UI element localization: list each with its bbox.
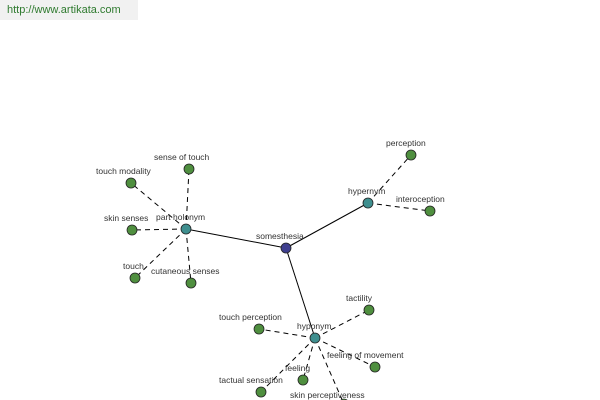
term-node-label[interactable]: feeling [285,363,310,373]
term-node-label[interactable]: touch modality [96,166,152,176]
edge-relation-to-term [131,228,187,231]
term-node-label[interactable]: touch [123,261,144,271]
edge-relation-to-term [185,168,190,230]
relation-node[interactable] [309,332,321,344]
term-node[interactable] [369,361,381,373]
edge-relation-to-term [134,228,187,279]
term-node[interactable] [125,177,137,189]
term-node[interactable] [129,272,141,284]
term-node[interactable] [424,205,436,217]
relation-node-label[interactable]: hyponym [297,321,332,331]
edge-relation-to-term [314,337,376,368]
term-node-label[interactable]: feeling of movement [327,350,404,360]
relation-node[interactable] [180,223,192,235]
edge-relation-to-term [185,228,192,284]
edge-center-to-relation [285,202,369,249]
edge-relation-to-term [258,328,316,339]
site-link-bar: http://www.artikata.com [0,0,138,20]
edge-relation-to-term [367,202,431,212]
relation-node-label[interactable]: hypernym [348,186,385,196]
edge-relation-to-term [302,337,316,381]
term-node-label[interactable]: perception [386,138,426,148]
term-node[interactable] [183,163,195,175]
center-node[interactable] [280,242,292,254]
term-node[interactable] [255,386,267,398]
term-node[interactable] [126,224,138,236]
term-node-label[interactable]: cutaneous senses [151,266,220,276]
term-node[interactable] [253,323,265,335]
term-node-label[interactable]: tactual sensation [219,375,283,385]
edge-relation-to-term [314,309,370,339]
edge-center-to-relation [185,228,287,249]
term-node[interactable] [363,304,375,316]
term-node-label[interactable]: tactility [346,293,373,303]
term-node-label[interactable]: skin senses [104,213,148,223]
term-node[interactable] [297,374,309,386]
site-link[interactable]: http://www.artikata.com [7,4,121,16]
term-node-label[interactable]: skin perceptiveness [290,390,365,400]
term-node-label[interactable]: sense of touch [154,152,210,162]
center-node-label[interactable]: somesthesia [256,231,304,241]
edge-relation-to-term [367,154,412,204]
relation-node-label[interactable]: part holonym [156,212,205,222]
term-node-label[interactable]: touch perception [219,312,282,322]
term-node-label[interactable]: interoception [396,194,445,204]
edge-relation-to-term [260,337,316,393]
term-node[interactable] [405,149,417,161]
edge-center-to-relation [285,247,316,339]
edge-relation-to-term [130,182,187,230]
relation-node[interactable] [362,197,374,209]
edge-relation-to-term [314,337,343,400]
term-node[interactable] [185,277,197,289]
